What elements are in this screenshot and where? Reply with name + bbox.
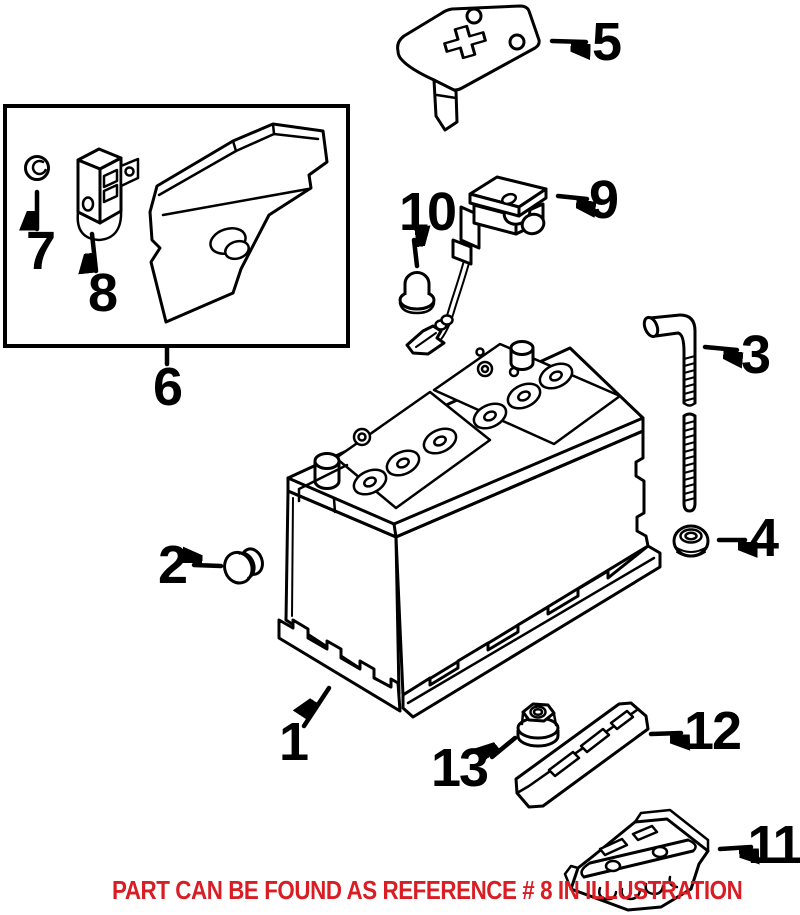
battery-post-rear [509,340,535,371]
part-13-flange-nut [516,702,560,748]
callout-7: 7 [25,221,56,281]
callout-3: 3 [740,325,771,385]
part-1-battery [277,340,662,719]
callout-5: 5 [591,12,622,72]
part-7-cap-nut [24,155,50,181]
callout-12-arrow [648,730,681,734]
callout-8-arrow [92,231,99,271]
callout-2-arrow [194,565,224,569]
part-10-clip [398,271,436,315]
callout-3-arrow [702,344,737,350]
part-4-grommet [672,524,710,558]
callout-10: 10 [398,182,457,242]
callout-13: 13 [430,738,489,798]
part-5-terminal-cover [396,4,541,132]
callout-1-arrow [304,685,332,729]
callout-9-arrow [555,193,587,199]
inset-box [3,104,350,367]
callout-9: 9 [588,170,619,230]
callout-5-arrow [549,38,586,42]
part-11-battery-tray [563,808,710,912]
callout-8: 8 [87,263,118,323]
callout-4: 4 [748,508,779,568]
callout-11-arrow [717,844,751,849]
callout-10-arrow [411,240,417,269]
callout-11: 11 [747,815,800,875]
terminal-cable [405,256,471,356]
battery-post-front [297,452,349,503]
part-3-hold-down-bolt [642,313,697,513]
callout-2: 2 [157,535,188,595]
callout-13-arrow [492,735,518,757]
plus-symbol [443,24,487,60]
part-8-holder [76,147,140,242]
callout-12: 12 [683,701,742,761]
reference-notice: PART CAN BE FOUND AS REFERENCE # 8 IN IL… [112,875,743,905]
callout-6: 6 [152,357,183,417]
callout-arrows [37,38,751,849]
part-12-hold-down-clamp [514,701,650,809]
callout-1: 1 [278,712,309,772]
part-9-battery-terminal [451,175,548,266]
part-2-push-pin [223,547,264,585]
part-6-battery-cover [148,122,329,324]
